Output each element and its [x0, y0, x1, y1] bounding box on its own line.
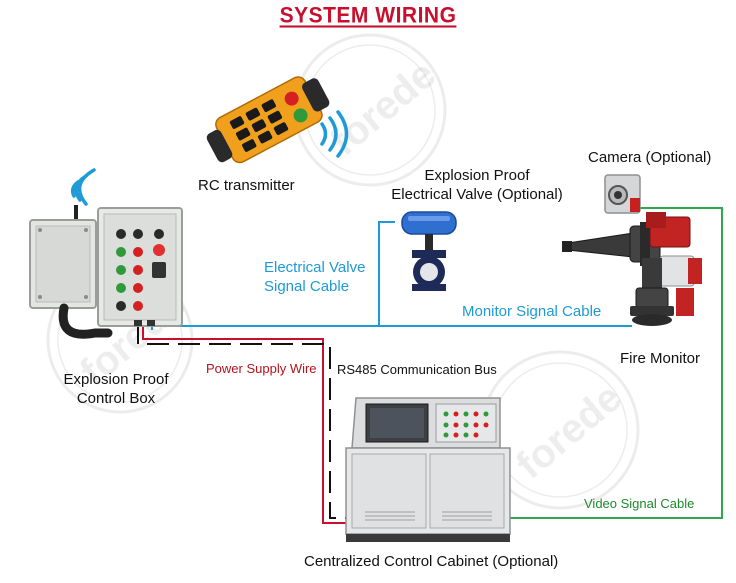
valve-signal-cable-label-line1: Electrical Valve	[264, 259, 366, 276]
fire-monitor-label: Fire Monitor	[620, 350, 701, 367]
electrical-valve-image	[401, 211, 457, 291]
diagram-title: SYSTEM WIRING	[279, 3, 457, 28]
fire-monitor-image	[562, 212, 702, 326]
power-supply-wire	[142, 322, 352, 524]
control-cabinet-image	[345, 397, 511, 542]
control-box-image	[29, 205, 183, 339]
control-box-label-line1: Explosion Proof	[63, 371, 169, 388]
valve-label: Explosion Proof Electrical Valve (Option…	[382, 166, 572, 204]
cabinet-label: Centralized Control Cabinet (Optional)	[304, 553, 559, 570]
control-box-label-line2: Control Box	[76, 390, 156, 407]
camera-image	[604, 174, 641, 214]
video-signal-cable	[508, 207, 723, 519]
wifi-icon	[70, 168, 96, 206]
video-signal-cable-label: Video Signal Cable	[584, 496, 695, 511]
valve-label-line1: Explosion Proof	[424, 167, 530, 184]
valve-label-line2: Electrical Valve (Optional)	[391, 186, 563, 203]
valve-signal-cable-label-line2: Signal Cable	[264, 278, 350, 295]
valve-signal-cable-label: Electrical Valve Signal Cable	[264, 258, 365, 296]
rs485-bus-label: RS485 Communication Bus	[337, 362, 497, 377]
power-supply-wire-label: Power Supply Wire	[206, 361, 317, 376]
watermark-text-3: forede	[508, 375, 630, 487]
control-box-label: Explosion Proof Control Box	[46, 370, 186, 408]
rc-transmitter-label: RC transmitter	[198, 177, 295, 194]
rs485-bus	[137, 322, 352, 519]
monitor-signal-cable-label: Monitor Signal Cable	[462, 303, 602, 320]
wifi-icon	[320, 110, 349, 158]
camera-label: Camera (Optional)	[588, 149, 712, 166]
rc-transmitter-image	[206, 76, 330, 164]
watermark-text-1: forede	[322, 52, 444, 164]
